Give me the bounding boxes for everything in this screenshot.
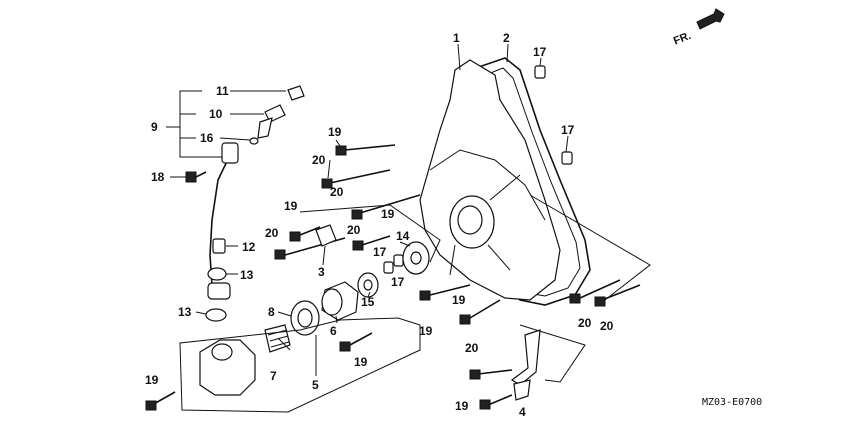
callout-4: 4: [519, 405, 526, 419]
callout-17: 17: [561, 123, 575, 137]
cover-gasket-inner: [477, 67, 581, 297]
callout-17: 17: [373, 245, 387, 259]
callout-9: 9: [151, 120, 158, 134]
diagram-code: MZ03-E0700: [702, 397, 762, 408]
callout-20: 20: [465, 341, 479, 355]
callout-2: 2: [503, 31, 510, 45]
leader-lines: [166, 43, 569, 376]
callout-19: 19: [145, 373, 159, 387]
callout-20: 20: [312, 153, 326, 167]
callout-20: 20: [600, 319, 614, 333]
callout-20: 20: [578, 316, 592, 330]
callout-19: 19: [328, 125, 342, 139]
callout-3: 3: [318, 265, 325, 279]
hose-end-fitting: [207, 282, 231, 300]
pump-housing-bore: [211, 343, 233, 361]
clip-3: [315, 224, 337, 247]
bolt-12: [212, 238, 226, 254]
group-box-center: [299, 204, 441, 263]
callout-19: 19: [354, 355, 368, 369]
callout-20: 20: [330, 185, 344, 199]
bracket-4: [510, 329, 541, 401]
cover-center-hole: [457, 205, 483, 235]
callout-18: 18: [151, 170, 165, 184]
cover-body: [419, 59, 561, 301]
callout-5: 5: [312, 378, 319, 392]
callout-19: 19: [452, 293, 466, 307]
direction-label: FR.: [672, 30, 693, 48]
washer-16: [249, 137, 259, 145]
callout-13: 13: [240, 268, 254, 282]
callout-14: 14: [396, 229, 410, 243]
callout-19: 19: [419, 324, 433, 338]
group-box-bracket: [519, 324, 586, 383]
callout-7: 7: [270, 369, 277, 383]
front-direction-arrow-icon: FR.: [672, 8, 725, 48]
group-box-gasket-bolts: [529, 194, 651, 301]
callout-6: 6: [330, 324, 337, 338]
cover-flange: [429, 149, 546, 221]
breather-joint: [221, 142, 239, 164]
seal-8-inner: [297, 308, 313, 328]
callout-20: 20: [347, 223, 361, 237]
bolt-16: [257, 117, 273, 139]
callout-1: 1: [453, 31, 460, 45]
callout-17: 17: [533, 45, 547, 59]
callout-20: 20: [265, 226, 279, 240]
callout-labels: 1 2 17 17 11 10 9 16 19 20 20 18 19 19 2…: [145, 31, 614, 419]
dowel-pin-17-top: [534, 65, 546, 79]
dowel-pin-17-center-b: [393, 254, 404, 267]
cover-gasket-outline: [469, 57, 591, 306]
callout-13: 13: [178, 305, 192, 319]
pump-assembly: [199, 281, 359, 396]
callout-12: 12: [242, 240, 256, 254]
callout-19: 19: [381, 207, 395, 221]
bolt-18: [185, 171, 207, 183]
cover-rib-2: [487, 244, 511, 271]
callout-10: 10: [209, 107, 223, 121]
callout-8: 8: [268, 305, 275, 319]
dowel-pin-17-mid: [561, 151, 573, 165]
gear-14-hub: [410, 251, 422, 265]
washer-13-lower: [205, 308, 227, 322]
callout-11: 11: [216, 84, 229, 98]
group-box-left: [179, 317, 421, 413]
cover-rib-3: [449, 244, 456, 276]
callout-17: 17: [391, 275, 405, 289]
callout-19: 19: [284, 199, 298, 213]
washer-13-upper: [207, 267, 227, 281]
side-cover-assembly: [419, 57, 591, 306]
cover-rib-1: [489, 174, 521, 201]
dowel-pin-17-center-a: [383, 261, 394, 274]
bearing-15-inner: [363, 279, 373, 291]
hose-clamp-11: [287, 85, 305, 101]
callout-15: 15: [361, 295, 375, 309]
callout-19: 19: [455, 399, 469, 413]
pump-sleeve-6-face: [321, 288, 343, 316]
callout-16: 16: [200, 131, 214, 145]
breather-hose-assembly: [207, 85, 305, 300]
